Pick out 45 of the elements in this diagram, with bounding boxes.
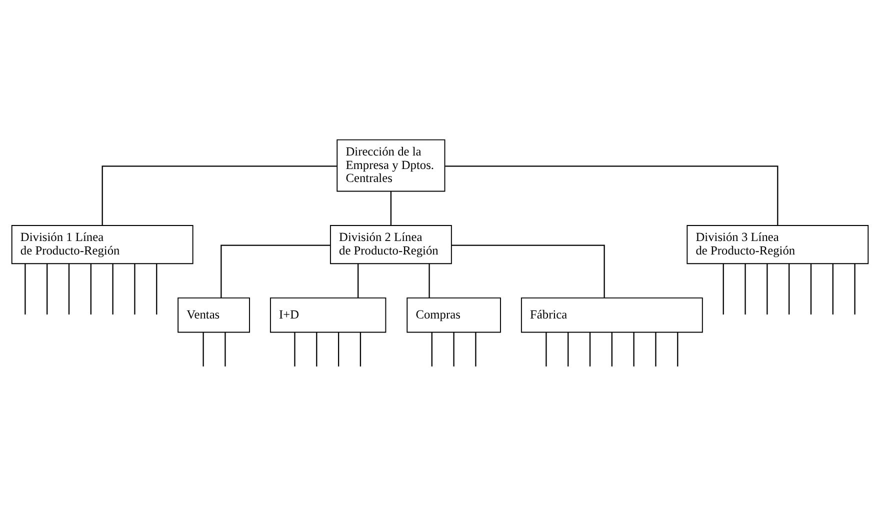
- connector: [358, 264, 359, 298]
- connector: [677, 332, 678, 366]
- node-box: I+D: [270, 297, 386, 333]
- connector: [568, 332, 569, 366]
- connector: [390, 191, 392, 226]
- connector: [360, 332, 362, 366]
- connector: [102, 166, 337, 226]
- connector: [722, 264, 724, 314]
- node-box: División 2 Línea de Producto-Región: [330, 225, 452, 264]
- connector: [832, 264, 834, 314]
- node-box: División 1 Línea de Producto-Región: [11, 225, 194, 264]
- node-box: Compras: [406, 297, 501, 333]
- connector: [611, 332, 612, 366]
- connector: [338, 332, 340, 366]
- connector: [68, 264, 70, 314]
- connector: [24, 264, 26, 314]
- connector: [546, 332, 547, 366]
- connector: [788, 264, 790, 314]
- connector: [134, 264, 136, 314]
- connector: [633, 332, 634, 366]
- connector: [220, 244, 330, 298]
- connector: [810, 264, 812, 314]
- connector: [431, 332, 432, 366]
- connector: [744, 264, 746, 314]
- connector: [224, 332, 226, 366]
- node-box: División 3 Línea de Producto-Región: [686, 225, 869, 264]
- connector: [316, 332, 318, 366]
- connector: [156, 264, 158, 314]
- node-box: Fábrica: [520, 297, 703, 333]
- connector: [655, 332, 656, 366]
- connector: [589, 332, 591, 366]
- connector: [294, 332, 296, 366]
- connector: [445, 166, 778, 226]
- connector: [766, 264, 768, 314]
- connector: [46, 264, 48, 314]
- connector: [452, 244, 605, 298]
- node-box: Ventas: [178, 297, 250, 333]
- node-box: Dirección de la Empresa y Dptos. Centrales: [336, 139, 446, 192]
- connector: [453, 332, 454, 366]
- connector: [854, 264, 856, 314]
- connector: [202, 332, 204, 366]
- connector: [90, 264, 92, 314]
- connector: [428, 264, 430, 298]
- connector: [475, 332, 476, 366]
- connector: [112, 264, 114, 314]
